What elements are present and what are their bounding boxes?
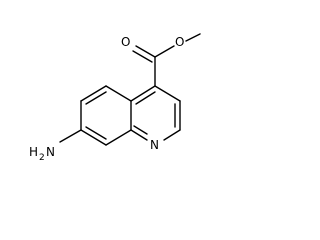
bond-c4a-c4-inner <box>135 91 156 105</box>
atom-amine-hydrogen: H <box>29 145 38 159</box>
bond-c4a-c5 <box>105 85 132 102</box>
bond-c8-c8a <box>105 129 132 146</box>
bond-c5-c6 <box>80 85 107 102</box>
atom-carbonyl-oxygen: O <box>121 35 130 49</box>
bond-c5-c6-inner <box>85 91 107 105</box>
bond-c4-c3 <box>154 85 181 102</box>
bond-c2-n1 <box>163 129 181 141</box>
bond-c7-c8 <box>80 129 107 146</box>
bond-c7-c8-inner <box>85 126 107 140</box>
bond-c4a-c4 <box>130 85 156 102</box>
bond-ester-o-methyl <box>185 33 201 42</box>
atom-amine-subscript: 2 <box>39 153 45 163</box>
molecule-structure-diagram: O O N H 2 N <box>29 33 201 163</box>
bond-n1-c8a <box>130 129 148 141</box>
bond-c7-amine <box>59 129 82 143</box>
bond-n1-c8a-inner <box>133 125 148 135</box>
bond-carbonyl-o-double <box>132 50 153 63</box>
atom-ester-oxygen: O <box>175 35 184 49</box>
bond-carbonyl-ester-o <box>154 45 175 58</box>
bond-carbonyl-o <box>135 45 156 58</box>
atom-amine-nitrogen: N <box>46 145 55 159</box>
atom-ring-nitrogen: N <box>150 138 159 152</box>
